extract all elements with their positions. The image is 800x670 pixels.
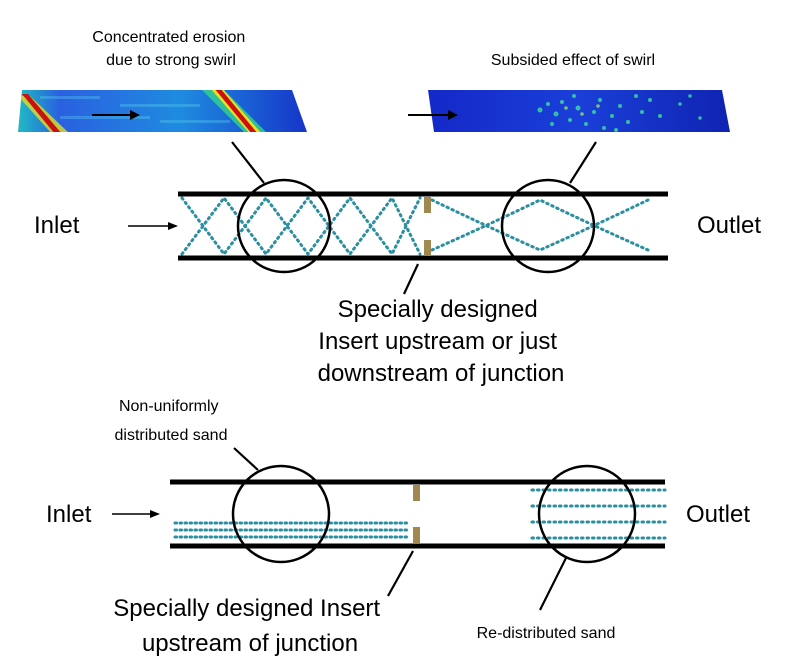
leader-line-insert-top [403, 263, 419, 295]
leader-line-subsided [569, 141, 597, 184]
subsided-swirl-caption: Subsided effect of swirl [491, 52, 655, 69]
subsided-swirl-pattern [430, 198, 650, 252]
top-inlet-label: Inlet [34, 212, 80, 239]
top-pipe [178, 191, 668, 261]
insert-block-bottom-lower [413, 527, 420, 543]
insert-block-top-lower [424, 240, 431, 256]
zoom-circle-non-uniform [231, 464, 331, 564]
leader-line-erosion [231, 141, 265, 184]
flow-direction-arrow-left [92, 110, 140, 120]
zoom-circle-subsided-swirl [500, 178, 596, 274]
leader-line-non-uniform [233, 447, 259, 471]
bottom-pipe [170, 479, 665, 549]
top-insert-caption-line3: downstream of junction [318, 360, 565, 387]
swirl-erosion-caption: Concentrated erosion due to strong swirl [92, 29, 249, 69]
zoom-circle-redistributed [537, 464, 637, 564]
leader-line-insert-bottom [387, 550, 414, 597]
bottom-inlet-arrow [112, 510, 160, 518]
bottom-outlet-label: Outlet [686, 501, 750, 528]
settled-sand-layer [173, 521, 412, 539]
top-insert-caption-line2: Insert upstream or just [318, 328, 557, 355]
top-insert-caption: Specially designed Insert upstream or ju… [318, 296, 565, 387]
subsided-swirl-heatmap [428, 90, 730, 132]
strong-swirl-pattern [180, 195, 422, 257]
redistributed-sand-lines [530, 488, 667, 540]
flow-direction-arrow-right [408, 110, 458, 120]
concentrated-erosion-heatmap [18, 90, 307, 132]
non-uniform-sand-caption: Non-uniformly distributed sand [115, 398, 228, 444]
redistributed-sand-caption: Re-distributed sand [477, 625, 616, 642]
top-outlet-label: Outlet [697, 212, 761, 239]
non-uniform-sand-caption-line2: distributed sand [115, 427, 228, 444]
bottom-inlet-label: Inlet [46, 501, 92, 528]
swirl-erosion-caption-line1: Concentrated erosion [92, 29, 245, 46]
insert-block-bottom-upper [413, 485, 420, 501]
leader-line-redistributed [539, 557, 567, 611]
insert-block-top-upper [424, 197, 431, 213]
top-insert-caption-line1: Specially designed [338, 296, 538, 323]
zoom-circle-strong-swirl [236, 178, 332, 274]
bottom-insert-caption: Specially designed Insert upstream of ju… [113, 595, 387, 657]
non-uniform-sand-caption-line1: Non-uniformly [119, 398, 219, 415]
bottom-insert-caption-line2: upstream of junction [142, 630, 358, 657]
swirl-erosion-caption-line2: due to strong swirl [106, 52, 236, 69]
bottom-insert-caption-line1: Specially designed Insert [113, 595, 380, 622]
top-inlet-arrow [128, 222, 178, 230]
